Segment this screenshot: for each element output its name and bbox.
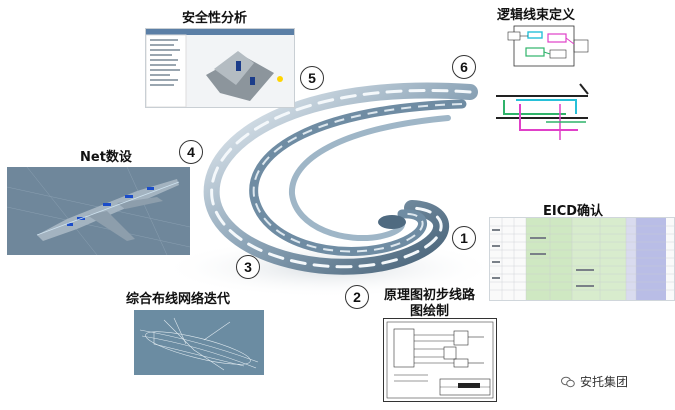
eicd-spreadsheet xyxy=(489,217,675,301)
safety-analysis-screenshot xyxy=(145,28,295,108)
step-2-label-line1: 原理图初步线路 xyxy=(384,288,476,303)
step-3-label: 综合布线网络迭代 xyxy=(126,292,231,307)
logic-harness-diagram xyxy=(486,20,598,150)
wiring-network-wireframe xyxy=(134,310,264,375)
wechat-icon xyxy=(561,376,575,388)
step-2-number: 2 xyxy=(345,285,369,309)
step-1-number: 1 xyxy=(452,226,476,250)
step-5-label: 安全性分析 xyxy=(182,11,248,26)
step-4-number: 4 xyxy=(179,140,203,164)
schematic-drawing xyxy=(383,318,497,402)
watermark: 安托集团 xyxy=(561,373,628,390)
step-6-number: 6 xyxy=(452,55,476,79)
step-5-number: 5 xyxy=(300,66,324,90)
net-model-screenshot xyxy=(7,167,190,255)
step-6-label: 逻辑线束定义 xyxy=(497,8,576,23)
watermark-text: 安托集团 xyxy=(580,375,629,389)
step-1-label: EICD确认 xyxy=(543,204,604,219)
step-2-label-line2: 图绘制 xyxy=(410,304,450,319)
step-3-number: 3 xyxy=(236,255,260,279)
step-4-label: Net数设 xyxy=(80,150,132,165)
